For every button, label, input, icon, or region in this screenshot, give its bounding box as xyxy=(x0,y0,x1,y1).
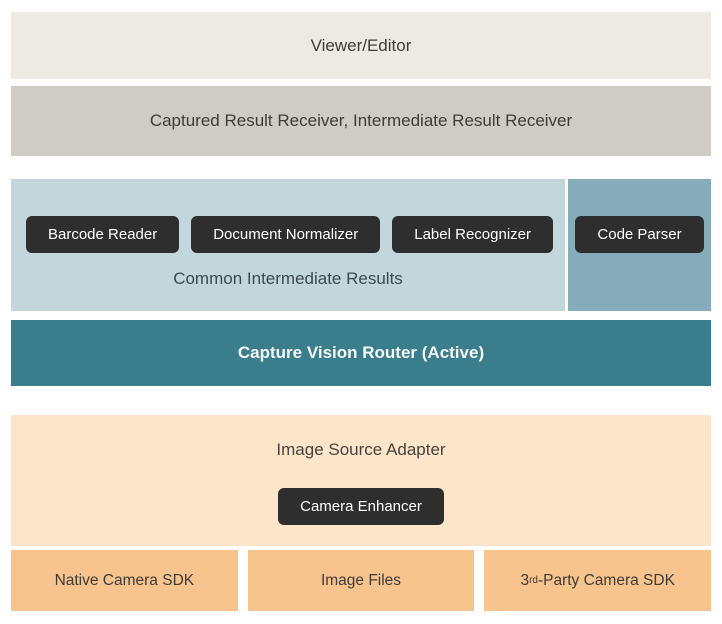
common-intermediate-results-label: Common Intermediate Results xyxy=(173,269,403,288)
capture-vision-router-bar: Capture Vision Router (Active) xyxy=(11,320,711,386)
result-receiver-bar: Captured Result Receiver, Intermediate R… xyxy=(11,86,711,156)
viewer-editor-label: Viewer/Editor xyxy=(310,35,412,55)
module-barcode-reader: Barcode Reader xyxy=(26,216,180,253)
module-label-recognizer: Label Recognizer xyxy=(392,216,553,253)
source-third-party-prefix: 3 xyxy=(520,571,530,589)
common-intermediate-results-panel: Barcode Reader Document Normalizer Label… xyxy=(11,179,565,311)
intermediate-results-section: Barcode Reader Document Normalizer Label… xyxy=(11,179,711,311)
modules-row: Barcode Reader Document Normalizer Label… xyxy=(11,179,565,253)
capture-vision-router-label: Capture Vision Router (Active) xyxy=(237,343,485,362)
result-receiver-label: Captured Result Receiver, Intermediate R… xyxy=(149,111,573,130)
source-native-camera-sdk-label: Native Camera SDK xyxy=(54,571,195,589)
source-third-party-rest: -Party Camera SDK xyxy=(537,571,675,589)
source-image-files: Image Files xyxy=(247,550,475,611)
module-camera-enhancer: Camera Enhancer xyxy=(278,488,444,525)
source-native-camera-sdk: Native Camera SDK xyxy=(11,550,238,611)
image-source-adapter-section: Image Source Adapter Camera Enhancer xyxy=(11,415,711,546)
source-image-files-label: Image Files xyxy=(320,571,402,589)
image-source-adapter-label: Image Source Adapter xyxy=(276,440,446,459)
module-document-normalizer: Document Normalizer xyxy=(191,216,381,253)
viewer-editor-bar: Viewer/Editor xyxy=(11,12,711,79)
module-code-parser: Code Parser xyxy=(575,216,704,253)
code-parser-panel: Code Parser xyxy=(568,179,711,311)
